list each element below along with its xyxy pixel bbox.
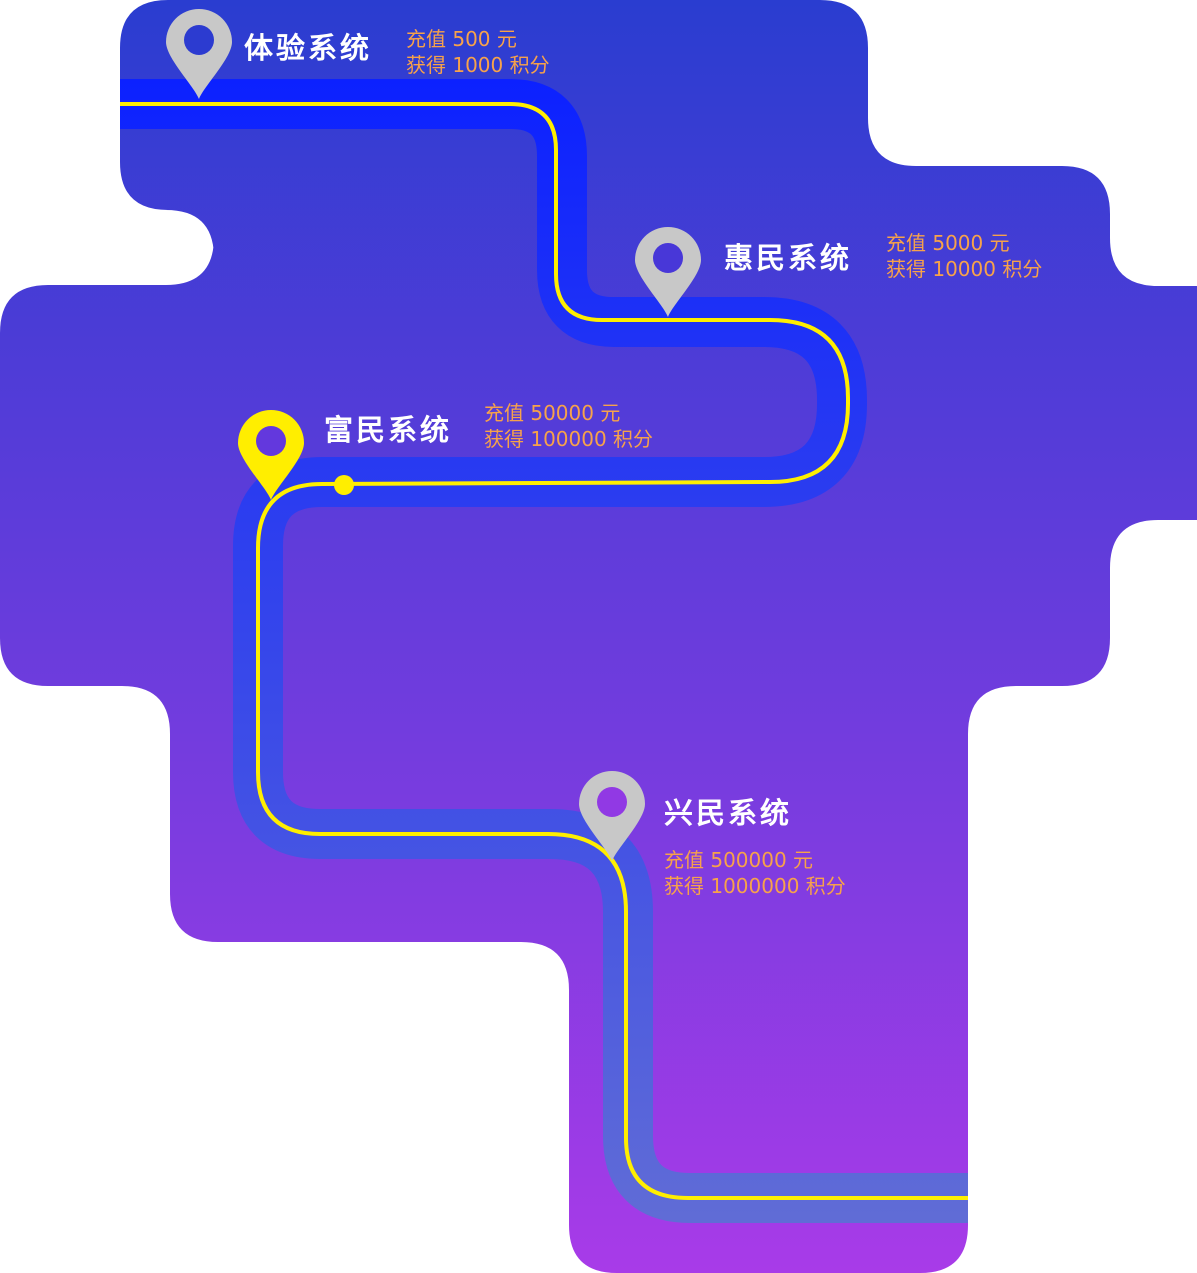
stage-title: 体验系统 — [244, 31, 372, 65]
route-line — [120, 102, 968, 1200]
stage-recharge: 充值 50000 元 — [484, 401, 620, 425]
stage-recharge: 充值 500 元 — [406, 27, 517, 51]
stage-title: 兴民系统 — [664, 796, 792, 830]
stage-recharge: 充值 5000 元 — [886, 231, 1010, 255]
stage-reward: 获得 1000000 积分 — [664, 874, 846, 898]
stage-experience[interactable]: 体验系统 充值 500 元 获得 1000 积分 — [166, 9, 550, 99]
stage-title: 惠民系统 — [724, 241, 852, 275]
map-pin-icon — [166, 9, 232, 99]
stage-xingmin[interactable]: 兴民系统 充值 500000 元 获得 1000000 积分 — [579, 771, 846, 898]
stage-reward: 获得 10000 积分 — [886, 257, 1042, 281]
current-position-dot-icon — [334, 475, 354, 495]
map-pin-icon — [238, 410, 304, 500]
stage-huimin[interactable]: 惠民系统 充值 5000 元 获得 10000 积分 — [635, 227, 1042, 317]
map-pin-icon — [635, 227, 701, 317]
stage-fumin[interactable]: 富民系统 充值 50000 元 获得 100000 积分 — [238, 401, 653, 500]
stage-recharge: 充值 500000 元 — [664, 848, 813, 872]
stage-reward: 获得 1000 积分 — [406, 53, 550, 77]
stage-reward: 获得 100000 积分 — [484, 427, 653, 451]
stage-title: 富民系统 — [324, 413, 452, 447]
map-pin-icon — [579, 771, 645, 861]
